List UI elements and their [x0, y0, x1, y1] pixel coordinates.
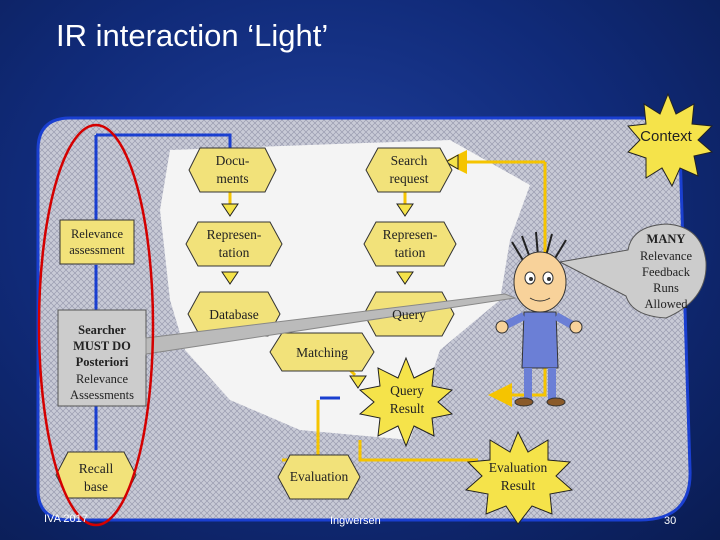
many-bold: MANY: [646, 232, 686, 246]
arrow-rep-query: [396, 271, 414, 285]
context-label: Context: [640, 128, 692, 145]
arrow-docs-rep: [221, 203, 239, 217]
matching-node: [269, 332, 375, 372]
documents-label: Docu- ments: [215, 153, 250, 186]
matching-label: Matching: [296, 345, 348, 360]
footer-left: IVA 2017: [44, 513, 88, 525]
relevance-assessment-label: Relevance assessment: [69, 227, 125, 257]
representation-right-node: [363, 221, 457, 267]
many-rest: Relevance Feedback Runs Allowed: [639, 249, 693, 311]
searcher-note-box: [57, 309, 147, 407]
recall-base-label: Recall base: [78, 461, 114, 494]
system-area: [160, 140, 530, 440]
search-request-label: Search request: [389, 153, 429, 186]
slide-title: IR interaction ‘Light’: [56, 18, 329, 53]
arrow-to-search-request: [445, 154, 459, 170]
representation-right-label: Represen- tation: [382, 227, 438, 260]
documents-node: [188, 147, 277, 193]
representation-left-label: Represen- tation: [206, 227, 262, 260]
evaluation-result-label: Evaluation Result: [488, 460, 548, 493]
blue-feedback-lines: [94, 133, 340, 450]
footer-center: Ingwersen: [330, 515, 381, 527]
page-number: 30: [664, 515, 677, 527]
query-label: Query: [392, 307, 426, 322]
searcher-note-pointer: [145, 293, 517, 355]
evaluation-node: [277, 454, 361, 500]
context-burst: [627, 92, 714, 188]
highlight-ellipse: [37, 123, 155, 527]
query-result-label: Query Result: [389, 383, 425, 416]
relevance-assessment-node: [59, 219, 135, 265]
search-request-node: [365, 147, 453, 193]
evaluation-label: Evaluation: [289, 469, 349, 484]
arrow-to-query-result: [349, 375, 367, 389]
searcher-person-icon: [495, 231, 583, 407]
query-result-burst: [358, 356, 454, 448]
many-callout: [558, 223, 707, 319]
arrow-rep-db: [221, 271, 239, 285]
searcher-note-rest: Relevance Assessments: [70, 372, 134, 402]
searcher-note-bold: Searcher MUST DO Posteriori: [73, 323, 131, 369]
representation-left-node: [185, 221, 283, 267]
evaluation-result-burst: [464, 430, 574, 525]
arrow-search-rep: [396, 203, 414, 217]
database-label: Database: [209, 307, 259, 322]
